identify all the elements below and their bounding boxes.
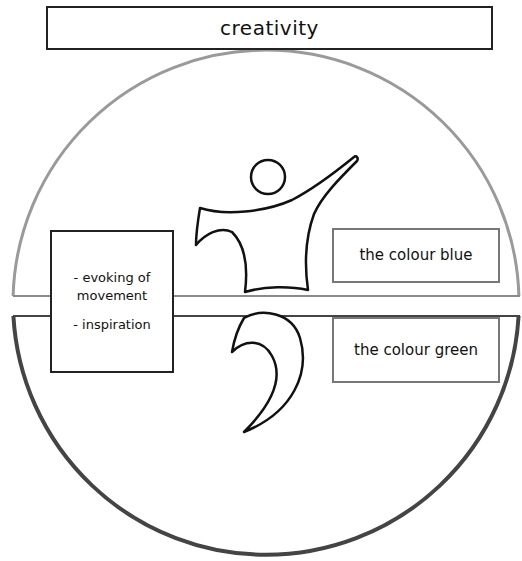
box-text: - evoking of movement [60, 269, 164, 304]
box-text: the colour blue [359, 245, 472, 265]
figure-head [251, 160, 285, 194]
title: creativity [220, 16, 319, 40]
text-box: the colour blue [332, 228, 500, 283]
text-box: the colour green [332, 317, 500, 383]
box-text: - inspiration [73, 316, 151, 334]
title-box: creativity [46, 6, 493, 50]
text-box: - evoking of movement - inspiration [50, 230, 174, 373]
box-text: the colour green [354, 340, 478, 360]
figure-legs [232, 313, 303, 432]
